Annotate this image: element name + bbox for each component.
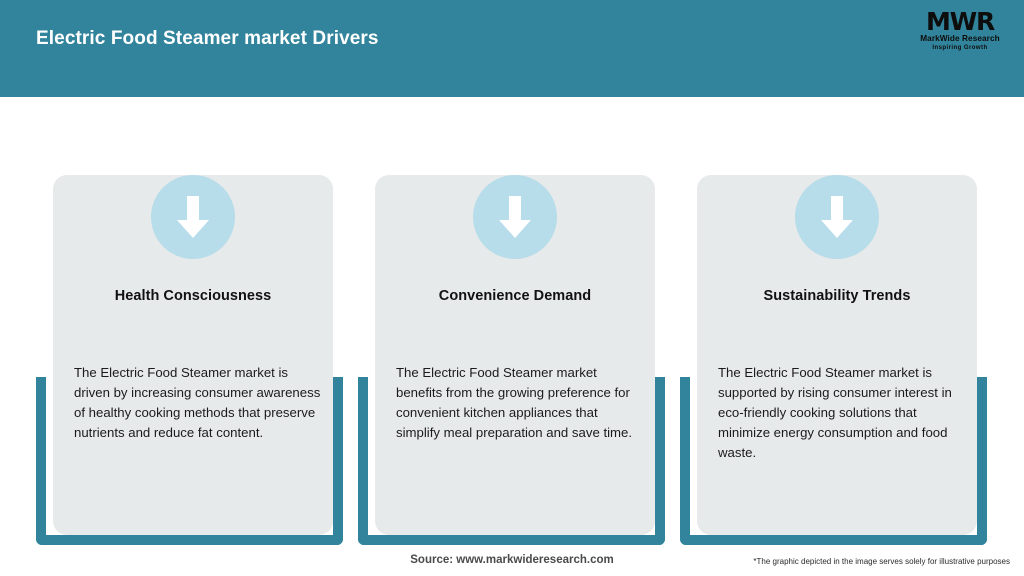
logo-company-name: MarkWide Research [920, 34, 1000, 43]
page-header: Electric Food Steamer market Drivers MWR… [0, 0, 1024, 97]
card-accent-frame [680, 377, 987, 545]
arrow-down-icon [151, 175, 235, 259]
arrow-down-icon [795, 175, 879, 259]
logo-monogram: MWR [925, 7, 995, 36]
logo-tagline: Inspiring Growth [932, 45, 988, 51]
card-panel: Health Consciousness The Electric Food S… [53, 175, 333, 535]
card-title: Convenience Demand [438, 288, 592, 304]
card-panel: Sustainability Trends The Electric Food … [697, 175, 977, 535]
card-title: Sustainability Trends [763, 288, 911, 304]
illustrative-purposes-disclaimer: *The graphic depicted in the image serve… [753, 557, 1010, 566]
card-accent-frame [358, 377, 665, 545]
card-panel: Convenience Demand The Electric Food Ste… [375, 175, 655, 535]
markwide-research-logo: MWR MarkWide Research Inspiring Growth [910, 9, 1010, 59]
card-body-text: The Electric Food Steamer market is driv… [74, 365, 321, 440]
card-title: Health Consciousness [114, 288, 272, 304]
driver-card: Health Consciousness The Electric Food S… [36, 140, 343, 550]
source-attribution: Source: www.markwideresearch.com [410, 554, 614, 566]
card-accent-frame [36, 377, 343, 545]
card-body-text: The Electric Food Steamer market is supp… [718, 365, 952, 460]
page-title: Electric Food Steamer market Drivers [36, 28, 379, 49]
arrow-down-icon [473, 175, 557, 259]
card-body-text: The Electric Food Steamer market benefit… [396, 365, 633, 440]
driver-card: Sustainability Trends The Electric Food … [680, 140, 987, 550]
driver-card: Convenience Demand The Electric Food Ste… [358, 140, 665, 550]
